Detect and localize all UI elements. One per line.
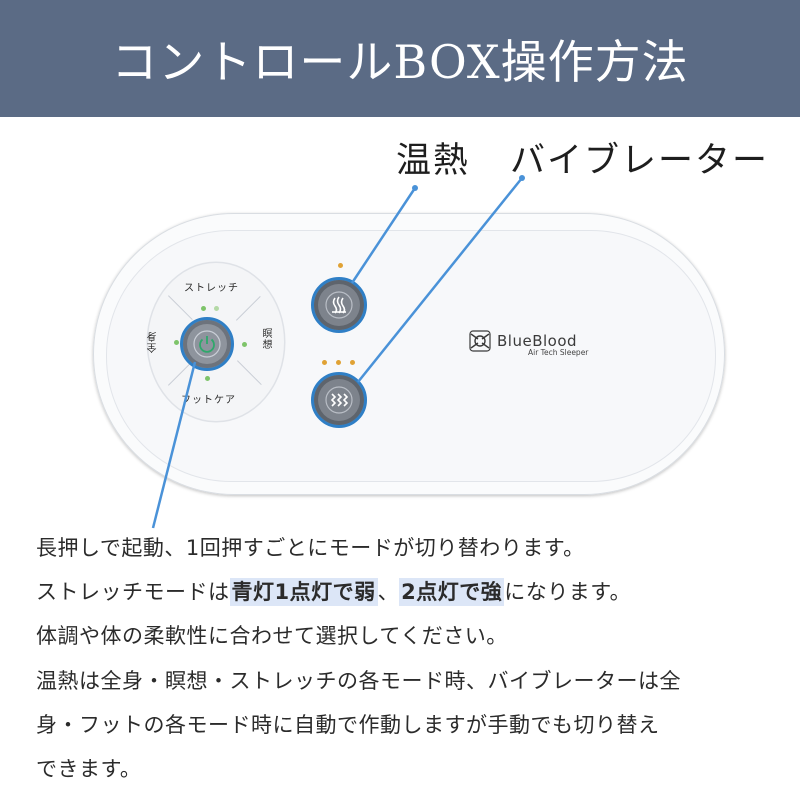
vibration-icon	[325, 386, 353, 414]
description-line: 体調や体の柔軟性に合わせて選択してください。	[36, 624, 508, 648]
callout-dot	[519, 175, 525, 181]
description-line: 温熱は全身・瞑想・ストレッチの各モード時、バイブレーターは全	[36, 669, 681, 693]
highlight-weak: 青灯1点灯で弱	[229, 578, 378, 606]
mode-label-stretch: ストレッチ	[184, 283, 239, 294]
heat-icon	[325, 291, 353, 319]
footcare-led	[205, 376, 210, 381]
page-title: コントロールBOX操作方法	[111, 34, 689, 89]
vibrator-led	[336, 360, 341, 365]
brand-name: BlueBlood	[497, 332, 578, 350]
description-text: になります。	[504, 580, 632, 604]
stretch-led	[214, 306, 219, 311]
description-line: できます。	[36, 757, 142, 781]
description-line: ストレッチモードは青灯1点灯で弱、2点灯で強になります。	[36, 576, 776, 606]
description-text: 、	[377, 580, 400, 604]
vibrator-led	[350, 360, 355, 365]
description-line: 身・フットの各モード時に自動で作動しますが手動でも切り替え	[36, 713, 660, 737]
callout-dot	[412, 185, 418, 191]
mode-label-footcare: フットケア	[181, 395, 236, 406]
power-mode-button[interactable]	[180, 317, 234, 371]
description-line: 長押しで起動、1回押すごとにモードが切り替わります。	[36, 536, 585, 560]
mode-label-meditation: 瞑想	[260, 328, 271, 350]
brand-mark-icon	[469, 330, 491, 352]
power-callout-line	[151, 361, 197, 529]
brand-logo: BlueBlood	[469, 330, 577, 352]
meditation-led	[242, 342, 247, 347]
vibrator-label: バイブレーター	[510, 141, 770, 181]
heat-led	[338, 263, 343, 268]
heat-button[interactable]	[311, 277, 367, 333]
vibrator-callout-line	[357, 177, 523, 383]
header-bar: コントロールBOX操作方法	[0, 0, 800, 117]
description-text: ストレッチモードは	[36, 580, 230, 604]
brand-tagline: Air Tech Sleeper	[528, 348, 589, 357]
heat-callout-line	[350, 187, 417, 284]
highlight-strong: 2点灯で強	[399, 578, 505, 606]
stretch-led	[201, 306, 206, 311]
heat-label: 温熱	[396, 141, 471, 181]
vibrator-led	[322, 360, 327, 365]
power-icon	[193, 330, 221, 358]
wholebody-led	[174, 340, 179, 345]
